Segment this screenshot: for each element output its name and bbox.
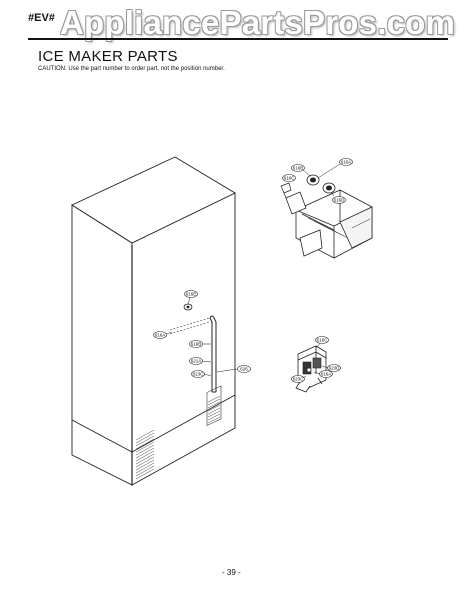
side-vent-grille bbox=[206, 385, 222, 426]
callout-616B-upper: 616B bbox=[291, 164, 311, 177]
callout-616D: 616D bbox=[330, 191, 346, 204]
document-code: #EV# bbox=[28, 12, 55, 24]
header-rule bbox=[28, 38, 448, 40]
water-supply-tube bbox=[209, 315, 217, 393]
callout-616C-lower: 616C bbox=[315, 336, 329, 349]
svg-text:616E: 616E bbox=[186, 292, 197, 297]
callout-623D: 623D bbox=[321, 364, 341, 372]
svg-text:616C: 616C bbox=[317, 338, 329, 343]
ice-maker-assembly bbox=[285, 189, 373, 259]
page-title: ICE MAKER PARTS bbox=[38, 48, 178, 65]
svg-text:616B: 616B bbox=[191, 342, 202, 347]
watermark-logo: AppliancePartsPros.com bbox=[60, 4, 456, 41]
callout-616A-lower: 616A bbox=[313, 370, 333, 378]
svg-text:616C: 616C bbox=[284, 176, 296, 181]
front-vent-grille bbox=[135, 429, 155, 480]
svg-text:616A: 616A bbox=[341, 160, 352, 165]
callout-616E: 616E bbox=[184, 290, 198, 305]
svg-text:616D: 616D bbox=[334, 198, 346, 203]
callout-623C-lower: 623C bbox=[291, 375, 307, 383]
svg-text:616A: 616A bbox=[155, 333, 166, 338]
refrigerator-cabinet bbox=[71, 156, 236, 486]
svg-text:623C: 623C bbox=[193, 372, 205, 377]
callout-616A-cabinet: 616A bbox=[153, 331, 173, 339]
callout-621A: 621A bbox=[189, 357, 212, 365]
callout-616C-upper: 616C bbox=[282, 174, 296, 182]
water-valve-assembly bbox=[295, 345, 327, 393]
svg-text:616A: 616A bbox=[321, 372, 332, 377]
callout-616B-cabinet: 616B bbox=[189, 340, 211, 348]
water-valve-icon bbox=[183, 303, 193, 311]
page-number: - 39 - bbox=[222, 568, 241, 577]
svg-text:623C: 623C bbox=[293, 377, 305, 382]
upper-right-callouts: 616B 616A 616C 616D bbox=[282, 158, 353, 204]
svg-text:616B: 616B bbox=[293, 166, 304, 171]
callout-616A-upper: 616A bbox=[317, 158, 353, 179]
lower-right-callouts: 616C 623D 616A 623C bbox=[291, 336, 341, 383]
upper-small-parts bbox=[280, 174, 336, 199]
cabinet-callouts: 616E 616A 616B 621A 623C bbox=[153, 290, 251, 378]
callout-623C-cabinet: 623C bbox=[191, 370, 212, 378]
svg-text:626: 626 bbox=[240, 367, 248, 372]
svg-text:623D: 623D bbox=[329, 366, 341, 371]
svg-text:621A: 621A bbox=[191, 359, 202, 364]
callout-626: 626 bbox=[216, 365, 251, 373]
caution-note: CAUTION: Use the part number to order pa… bbox=[38, 66, 225, 72]
